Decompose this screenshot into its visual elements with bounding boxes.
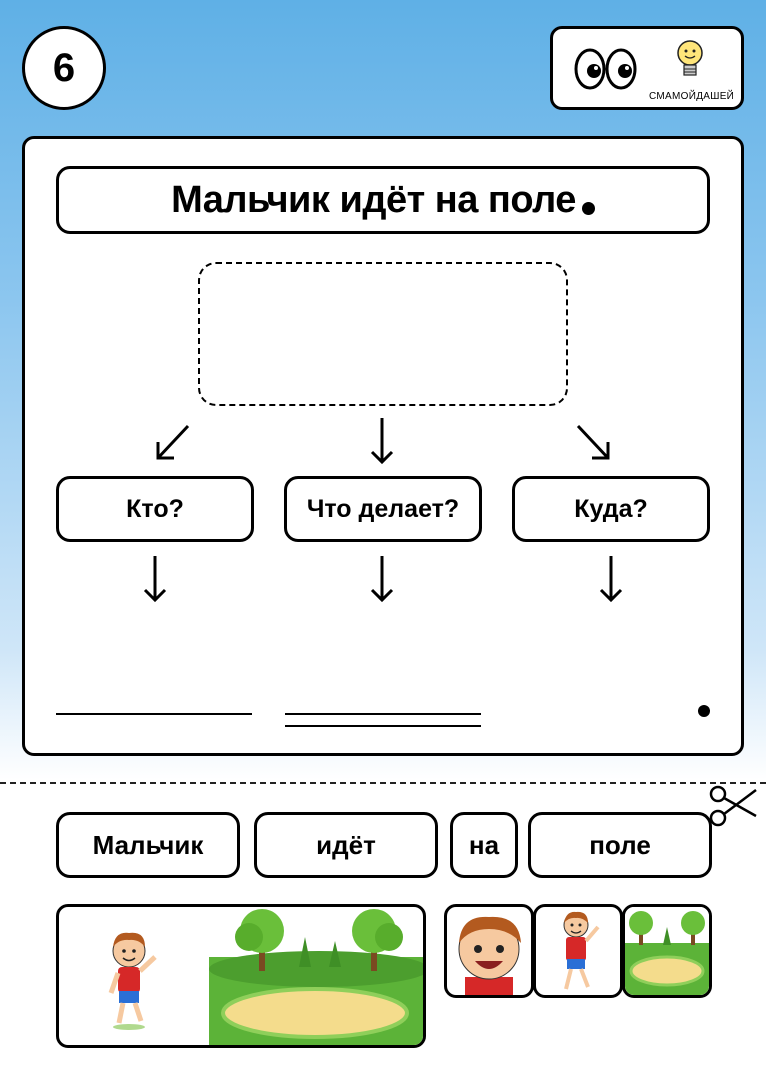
word-card-goes[interactable]: идёт [254, 812, 438, 878]
scissors-icon [709, 785, 757, 827]
arrow-down-icon [599, 556, 623, 603]
answer-line-predicate-top [285, 713, 481, 715]
boy-figure [108, 932, 157, 1030]
question-who: Кто? [56, 476, 254, 542]
picture-card-boy-field[interactable] [56, 904, 426, 1048]
word-card-boy[interactable]: Мальчик [56, 812, 240, 878]
question-where: Куда? [512, 476, 710, 542]
answer-line-subject [56, 713, 252, 715]
logo-text: СМАМОЙДАШЕЙ [649, 91, 735, 102]
picture-card-boy-walking[interactable] [533, 904, 623, 998]
picture-card-boy-face[interactable] [444, 904, 534, 998]
arrow-down-icon [370, 556, 394, 603]
eyes-icon [574, 48, 637, 90]
lightbulb-icon [677, 40, 703, 76]
sentence-drop-zone[interactable] [198, 262, 568, 406]
field-illustration [625, 907, 709, 995]
sentence-box: Мальчик идёт на поле [56, 166, 710, 234]
sentence-text: Мальчик идёт на поле [171, 178, 576, 221]
arrow-down-icon [370, 418, 394, 465]
word-card-field[interactable]: поле [528, 812, 712, 878]
boy-walking-illustration [563, 911, 600, 990]
picture-card-field[interactable] [622, 904, 712, 998]
cut-line [0, 782, 766, 784]
boy-face-illustration [458, 916, 521, 995]
sentence-period [581, 201, 595, 215]
arrow-down-right-icon [576, 424, 610, 460]
field-scene [209, 909, 423, 1045]
card-number-badge: 6 [22, 26, 106, 110]
logo: СМАМОЙДАШЕЙ [550, 26, 744, 110]
boy-field-illustration [108, 909, 423, 1045]
card-number: 6 [52, 45, 76, 90]
arrow-down-left-icon [156, 424, 190, 460]
arrow-down-icon [143, 556, 167, 603]
answer-line-predicate-bottom [285, 725, 481, 727]
question-what-does: Что делает? [284, 476, 482, 542]
word-card-to[interactable]: на [450, 812, 518, 878]
answer-period [698, 705, 710, 717]
